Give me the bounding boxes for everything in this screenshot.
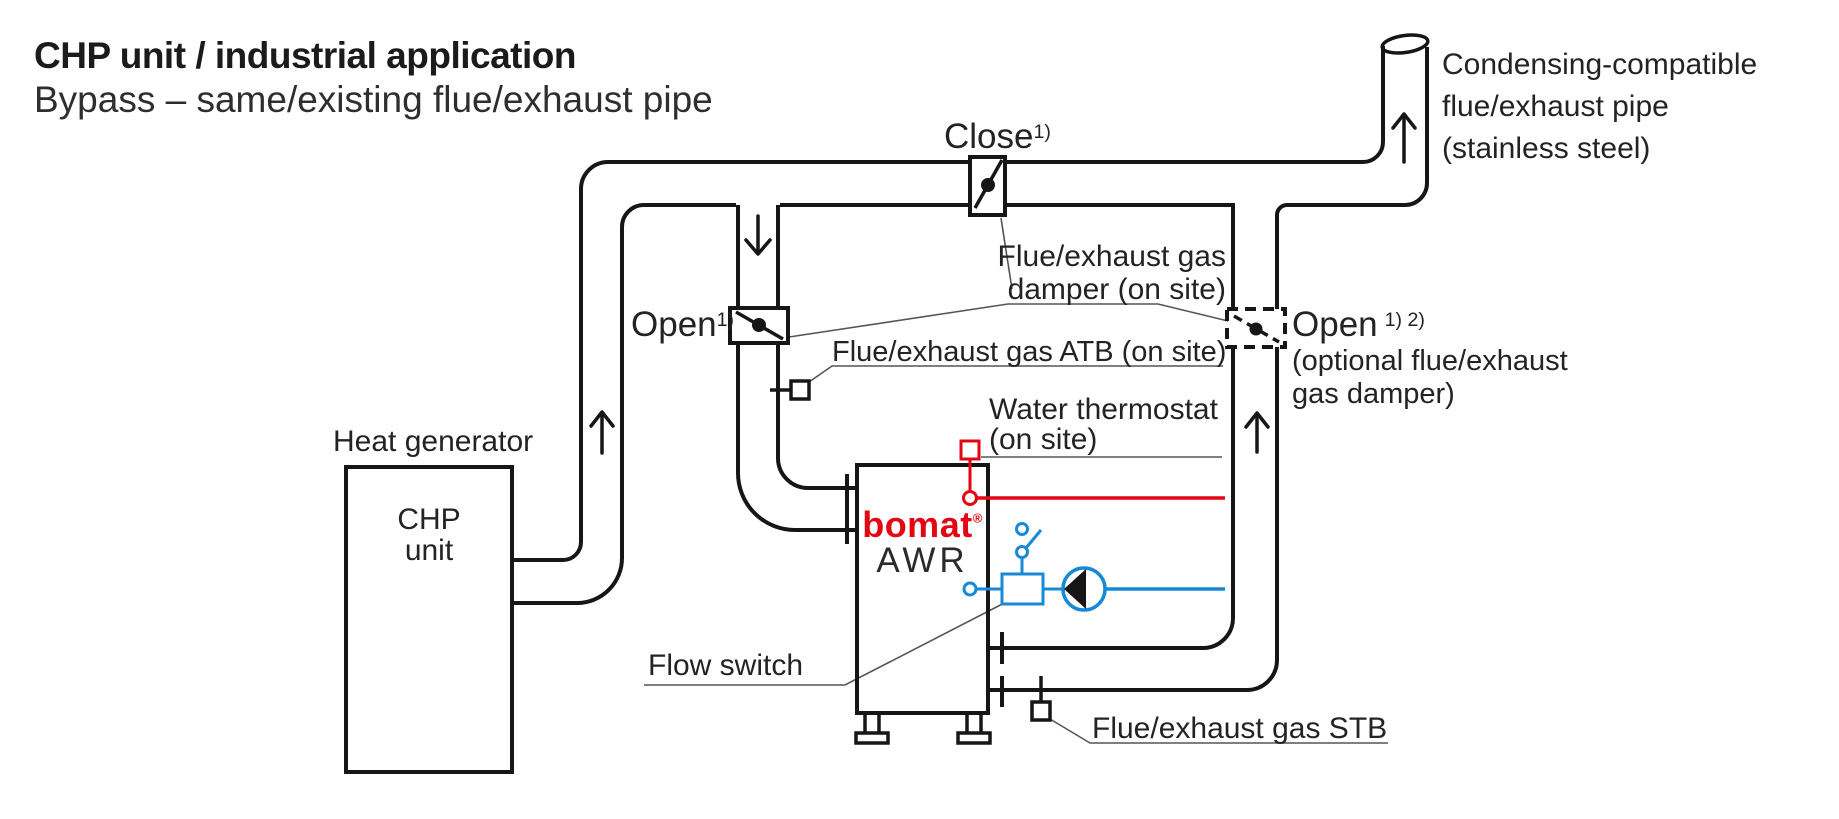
open-optional-footnote-sup: 1) 2)	[1384, 309, 1425, 332]
chp-unit-label-line1: CHP	[397, 503, 461, 536]
bypass-open-damper-icon	[728, 306, 790, 345]
stb-label: Flue/exhaust gas STB	[1092, 712, 1388, 745]
condensing-line3: (stainless steel)	[1442, 132, 1651, 165]
bomat-logo: bomat®	[857, 504, 988, 545]
open-optional-text: Open	[1292, 305, 1378, 344]
water-thermostat-label: Water thermostat (on site)	[989, 395, 1218, 455]
leader-lines	[644, 217, 1388, 744]
gas-damper-label-line1: Flue/exhaust gas	[997, 240, 1226, 273]
pump-icon	[1043, 566, 1107, 612]
chp-unit-label-line2: unit	[404, 534, 454, 567]
open-optional-note: (optional flue/exhaust gas damper)	[1292, 345, 1568, 411]
chp-unit-box	[344, 465, 514, 774]
close-damper-label: Close1)	[944, 118, 1051, 156]
open-bypass-text: Open	[631, 305, 717, 344]
condensing-line2: flue/exhaust pipe	[1442, 90, 1669, 123]
atb-label: Flue/exhaust gas ATB (on site)	[832, 336, 1227, 368]
condensing-line1: Condensing-compatible	[1442, 48, 1758, 81]
awr-feet-icon	[854, 713, 992, 745]
heat-generator-label: Heat generator	[333, 425, 534, 458]
atb-sensor-icon	[770, 379, 811, 401]
optional-damper-icon	[1225, 307, 1287, 349]
close-damper-label-text: Close	[944, 117, 1034, 156]
flow-arrow-up-stack-icon	[1391, 112, 1417, 164]
flow-arrow-down-bypass-icon	[744, 214, 772, 256]
chp-unit-label: CHP unit	[346, 504, 512, 566]
water-thermostat-icon	[959, 439, 981, 506]
condensing-pipe-label: Condensing-compatible flue/exhaust pipe …	[1442, 44, 1757, 170]
open-bypass-damper-label: Open1)	[631, 306, 734, 344]
flow-switch-icon	[962, 522, 1045, 606]
open-optional-damper-label: Open 1) 2)	[1292, 306, 1425, 344]
close-damper-icon	[968, 155, 1007, 217]
open-optional-note-line2: gas damper)	[1292, 378, 1455, 410]
stb-sensor-icon	[1030, 676, 1052, 722]
flow-arrow-up-right-icon	[1244, 411, 1270, 454]
close-footnote-sup: 1)	[1033, 121, 1051, 144]
water-thermostat-line2: (on site)	[989, 423, 1098, 456]
open-bypass-footnote-sup: 1)	[716, 309, 735, 332]
flow-switch-label: Flow switch	[648, 649, 804, 682]
page-subtitle: Bypass – same/existing flue/exhaust pipe	[34, 79, 713, 120]
gas-damper-label: Flue/exhaust gas damper (on site)	[978, 240, 1226, 306]
open-optional-note-line1: (optional flue/exhaust	[1292, 345, 1568, 377]
flue-piping	[512, 46, 1429, 707]
switch-contact-icon	[1015, 522, 1043, 574]
water-thermostat-line1: Water thermostat	[989, 393, 1218, 426]
bomat-reg-mark: ®	[972, 510, 983, 526]
pipe-outlet-ellipse	[1380, 33, 1430, 55]
gas-damper-label-line2: damper (on site)	[1007, 273, 1226, 306]
bomat-logo-text: bomat	[862, 504, 973, 545]
flow-arrow-up-left-icon	[589, 410, 615, 455]
page-title: CHP unit / industrial application	[34, 35, 576, 76]
awr-model-label: AWR	[876, 541, 969, 580]
